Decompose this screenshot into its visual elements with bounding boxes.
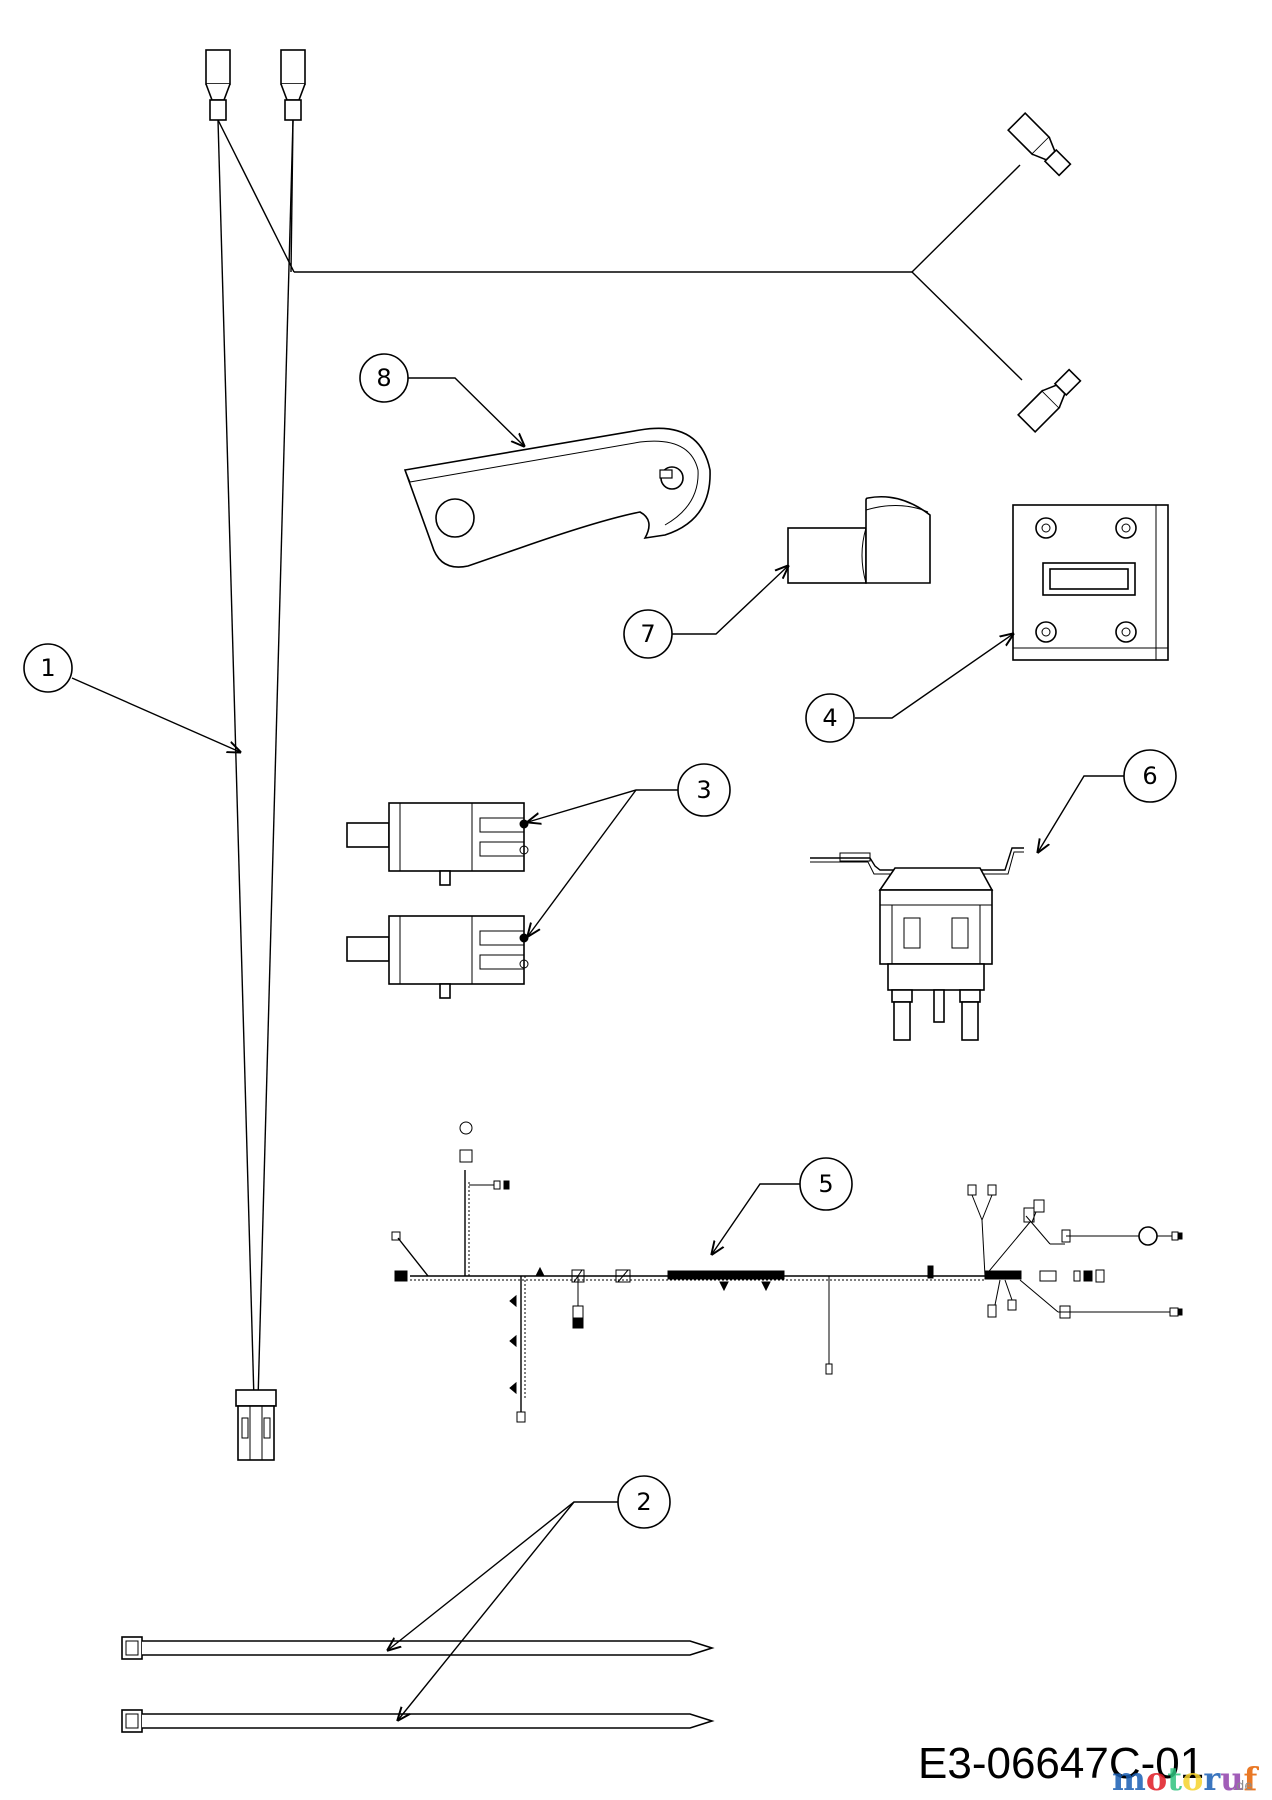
- callout-1: 1: [23, 643, 73, 693]
- leader-5: [712, 1183, 800, 1254]
- drawing-number: E3-06647C-01: [918, 1739, 1204, 1788]
- callout-8-label: 8: [376, 364, 391, 392]
- leader-8: [406, 377, 524, 446]
- watermark: motoruf .de: [1112, 1760, 1259, 1798]
- leader-4: [855, 634, 1013, 719]
- callout-6: 6: [1123, 749, 1177, 803]
- callout-2: 2: [617, 1475, 671, 1529]
- callout-4: 4: [805, 693, 855, 743]
- part-2-cable-tie-upper: [121, 1636, 715, 1660]
- part-4-plate: [1012, 504, 1169, 661]
- leader-2: [388, 1501, 618, 1720]
- part-3-switch-lower: [346, 915, 529, 999]
- part-6-solenoid: [810, 847, 1024, 1041]
- leader-3: [528, 789, 678, 936]
- spade-connector-upper-right: [1007, 112, 1072, 177]
- watermark-logo: motoruf: [1112, 1760, 1259, 1798]
- part-2-cable-tie-lower: [121, 1709, 715, 1733]
- callout-4-label: 4: [822, 704, 837, 732]
- leader-1: [71, 677, 240, 752]
- spade-connector-right: [280, 49, 306, 121]
- part-3-switch-upper: [346, 802, 529, 886]
- callout-7-label: 7: [640, 620, 655, 648]
- spade-connector-lower-right: [1017, 368, 1082, 433]
- callout-6-label: 6: [1142, 762, 1157, 790]
- spade-connector-left: [205, 49, 231, 121]
- part-7-knob: [787, 495, 931, 584]
- callout-2-label: 2: [636, 1488, 651, 1516]
- callout-1-label: 1: [40, 654, 55, 682]
- callout-8: 8: [359, 353, 409, 403]
- callout-7: 7: [623, 609, 673, 659]
- part-8-bracket: [403, 427, 711, 568]
- leader-6: [1038, 775, 1124, 852]
- callout-3: 3: [677, 763, 731, 817]
- part-5-main-harness: [391, 1121, 1183, 1423]
- part-1-wire-harness: [205, 49, 1082, 1461]
- multi-pin-connector: [235, 1389, 277, 1461]
- watermark-suffix: .de: [1232, 1779, 1252, 1794]
- callout-3-label: 3: [696, 776, 711, 804]
- callout-5: 5: [799, 1157, 853, 1211]
- callout-5-label: 5: [818, 1170, 833, 1198]
- leader-7: [672, 566, 788, 635]
